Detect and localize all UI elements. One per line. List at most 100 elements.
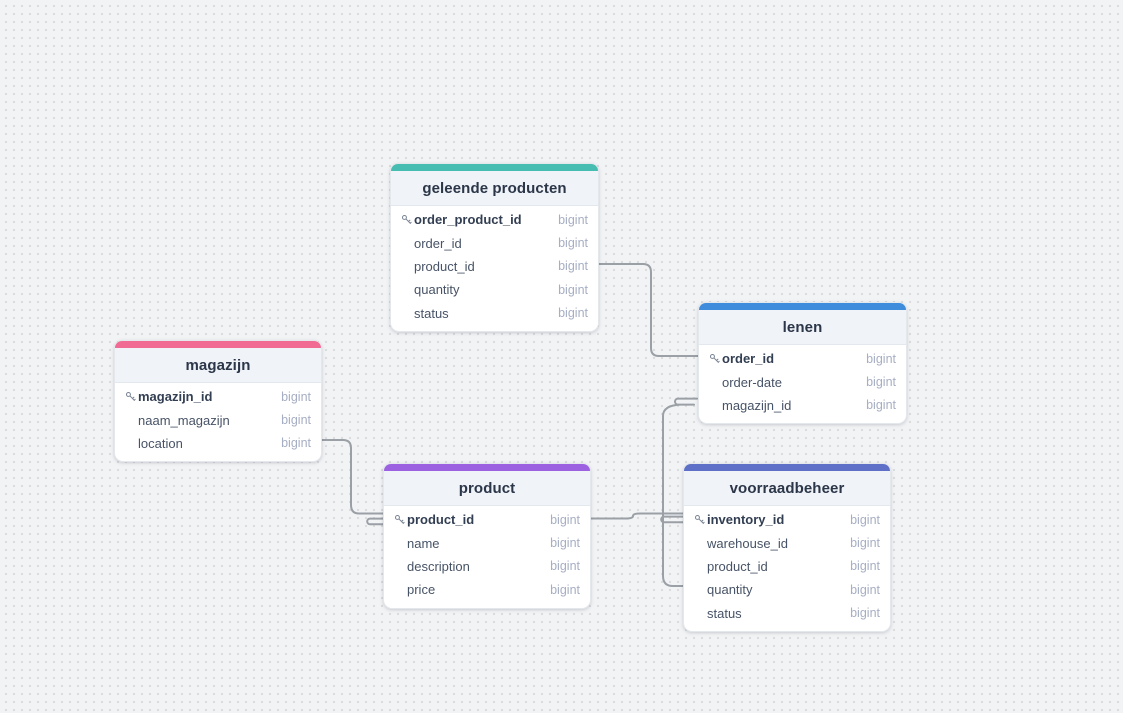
- table-accent-bar: [391, 164, 598, 171]
- primary-key-icon-slot: [394, 514, 407, 525]
- primary-key-icon-slot: [694, 514, 707, 525]
- field-type: bigint: [281, 413, 311, 428]
- table-header-product[interactable]: product: [384, 471, 590, 506]
- table-name: product: [458, 479, 516, 497]
- field-type: bigint: [850, 512, 880, 527]
- relationship-line-geleende-producten_to_lenen[interactable]: [598, 263, 699, 357]
- field-name: inventory_id: [707, 512, 785, 528]
- relationship-line-lenen_to_voorraadbeheer[interactable]: [662, 397, 698, 587]
- primary-key-icon-slot: [401, 214, 414, 225]
- field-type: bigint: [550, 559, 580, 574]
- field-type: bigint: [558, 236, 588, 251]
- field-name: order_id: [414, 235, 462, 251]
- field-name: location: [138, 435, 183, 451]
- field-type: bigint: [850, 559, 880, 574]
- field-name: description: [407, 558, 470, 574]
- field-type: bigint: [550, 536, 580, 551]
- field-name: naam_magazijn: [138, 412, 230, 428]
- field-type: bigint: [558, 306, 588, 321]
- field-row-location[interactable]: location bigint: [115, 432, 321, 455]
- field-type: bigint: [866, 398, 896, 413]
- field-row-magazijn_id[interactable]: magazijn_id bigint: [699, 394, 906, 417]
- field-type: bigint: [850, 606, 880, 621]
- field-name: product_id: [707, 558, 768, 574]
- field-name: product_id: [414, 258, 475, 274]
- field-row-naam_magazijn[interactable]: naam_magazijn bigint: [115, 408, 321, 431]
- field-row-quantity[interactable]: quantity bigint: [391, 278, 598, 301]
- table-accent-bar: [684, 464, 890, 471]
- field-row-magazijn_id[interactable]: magazijn_id bigint: [115, 385, 321, 408]
- key-icon: [125, 392, 136, 402]
- field-row-status[interactable]: status bigint: [684, 602, 890, 625]
- table-accent-bar: [699, 303, 906, 310]
- key-icon: [401, 215, 412, 225]
- table-name: geleende producten: [422, 179, 567, 197]
- field-type: bigint: [866, 375, 896, 390]
- field-type: bigint: [850, 536, 880, 551]
- field-type: bigint: [550, 512, 580, 527]
- relationship-line-product_to_voorraadbeheer[interactable]: [590, 512, 685, 524]
- field-name: order-date: [722, 374, 782, 390]
- field-type: bigint: [866, 351, 896, 366]
- field-row-product_id[interactable]: product_id bigint: [684, 555, 890, 578]
- table-name: voorraadbeheer: [729, 479, 845, 497]
- field-row-description[interactable]: description bigint: [384, 555, 590, 578]
- field-row-product_id[interactable]: product_id bigint: [391, 255, 598, 278]
- field-type: bigint: [558, 259, 588, 274]
- field-row-warehouse_id[interactable]: warehouse_id bigint: [684, 531, 890, 554]
- field-name: price: [407, 582, 436, 598]
- field-name: product_id: [407, 512, 475, 528]
- field-row-name[interactable]: name bigint: [384, 531, 590, 554]
- field-row-status[interactable]: status bigint: [391, 302, 598, 325]
- key-icon: [709, 354, 720, 364]
- field-row-order_id[interactable]: order_id bigint: [699, 347, 906, 370]
- table-header-voorraadbeheer[interactable]: voorraadbeheer: [684, 471, 890, 506]
- field-name: name: [407, 535, 440, 551]
- primary-key-icon-slot: [125, 391, 138, 402]
- field-type: bigint: [281, 389, 311, 404]
- key-icon: [394, 515, 405, 525]
- table-accent-bar: [115, 341, 321, 348]
- table-accent-bar: [384, 464, 590, 471]
- field-name: order_id: [722, 351, 775, 367]
- field-row-order-date[interactable]: order-date bigint: [699, 370, 906, 393]
- table-header-magazijn[interactable]: magazijn: [115, 348, 321, 383]
- field-name: quantity: [414, 282, 460, 298]
- field-row-order_product_id[interactable]: order_product_id bigint: [391, 208, 598, 231]
- field-row-order_id[interactable]: order_id bigint: [391, 231, 598, 254]
- field-type: bigint: [550, 582, 580, 597]
- field-type: bigint: [281, 436, 311, 451]
- field-type: bigint: [558, 212, 588, 227]
- field-name: status: [414, 305, 449, 321]
- field-name: order_product_id: [414, 212, 522, 228]
- field-type: bigint: [850, 582, 880, 597]
- field-name: magazijn_id: [722, 397, 792, 413]
- field-row-product_id[interactable]: product_id bigint: [384, 508, 590, 531]
- table-header-lenen[interactable]: lenen: [699, 310, 906, 345]
- key-icon: [694, 515, 705, 525]
- field-name: magazijn_id: [138, 389, 213, 405]
- table-header-geleende-producten[interactable]: geleende producten: [391, 171, 598, 206]
- table-name: magazijn: [185, 356, 251, 374]
- field-row-inventory_id[interactable]: inventory_id bigint: [684, 508, 890, 531]
- field-name: status: [707, 605, 742, 621]
- field-type: bigint: [558, 282, 588, 297]
- relationship-line-magazijn_to_product[interactable]: [321, 439, 385, 526]
- table-name: lenen: [782, 318, 823, 336]
- primary-key-icon-slot: [709, 353, 722, 364]
- field-row-price[interactable]: price bigint: [384, 578, 590, 601]
- field-name: warehouse_id: [707, 535, 788, 551]
